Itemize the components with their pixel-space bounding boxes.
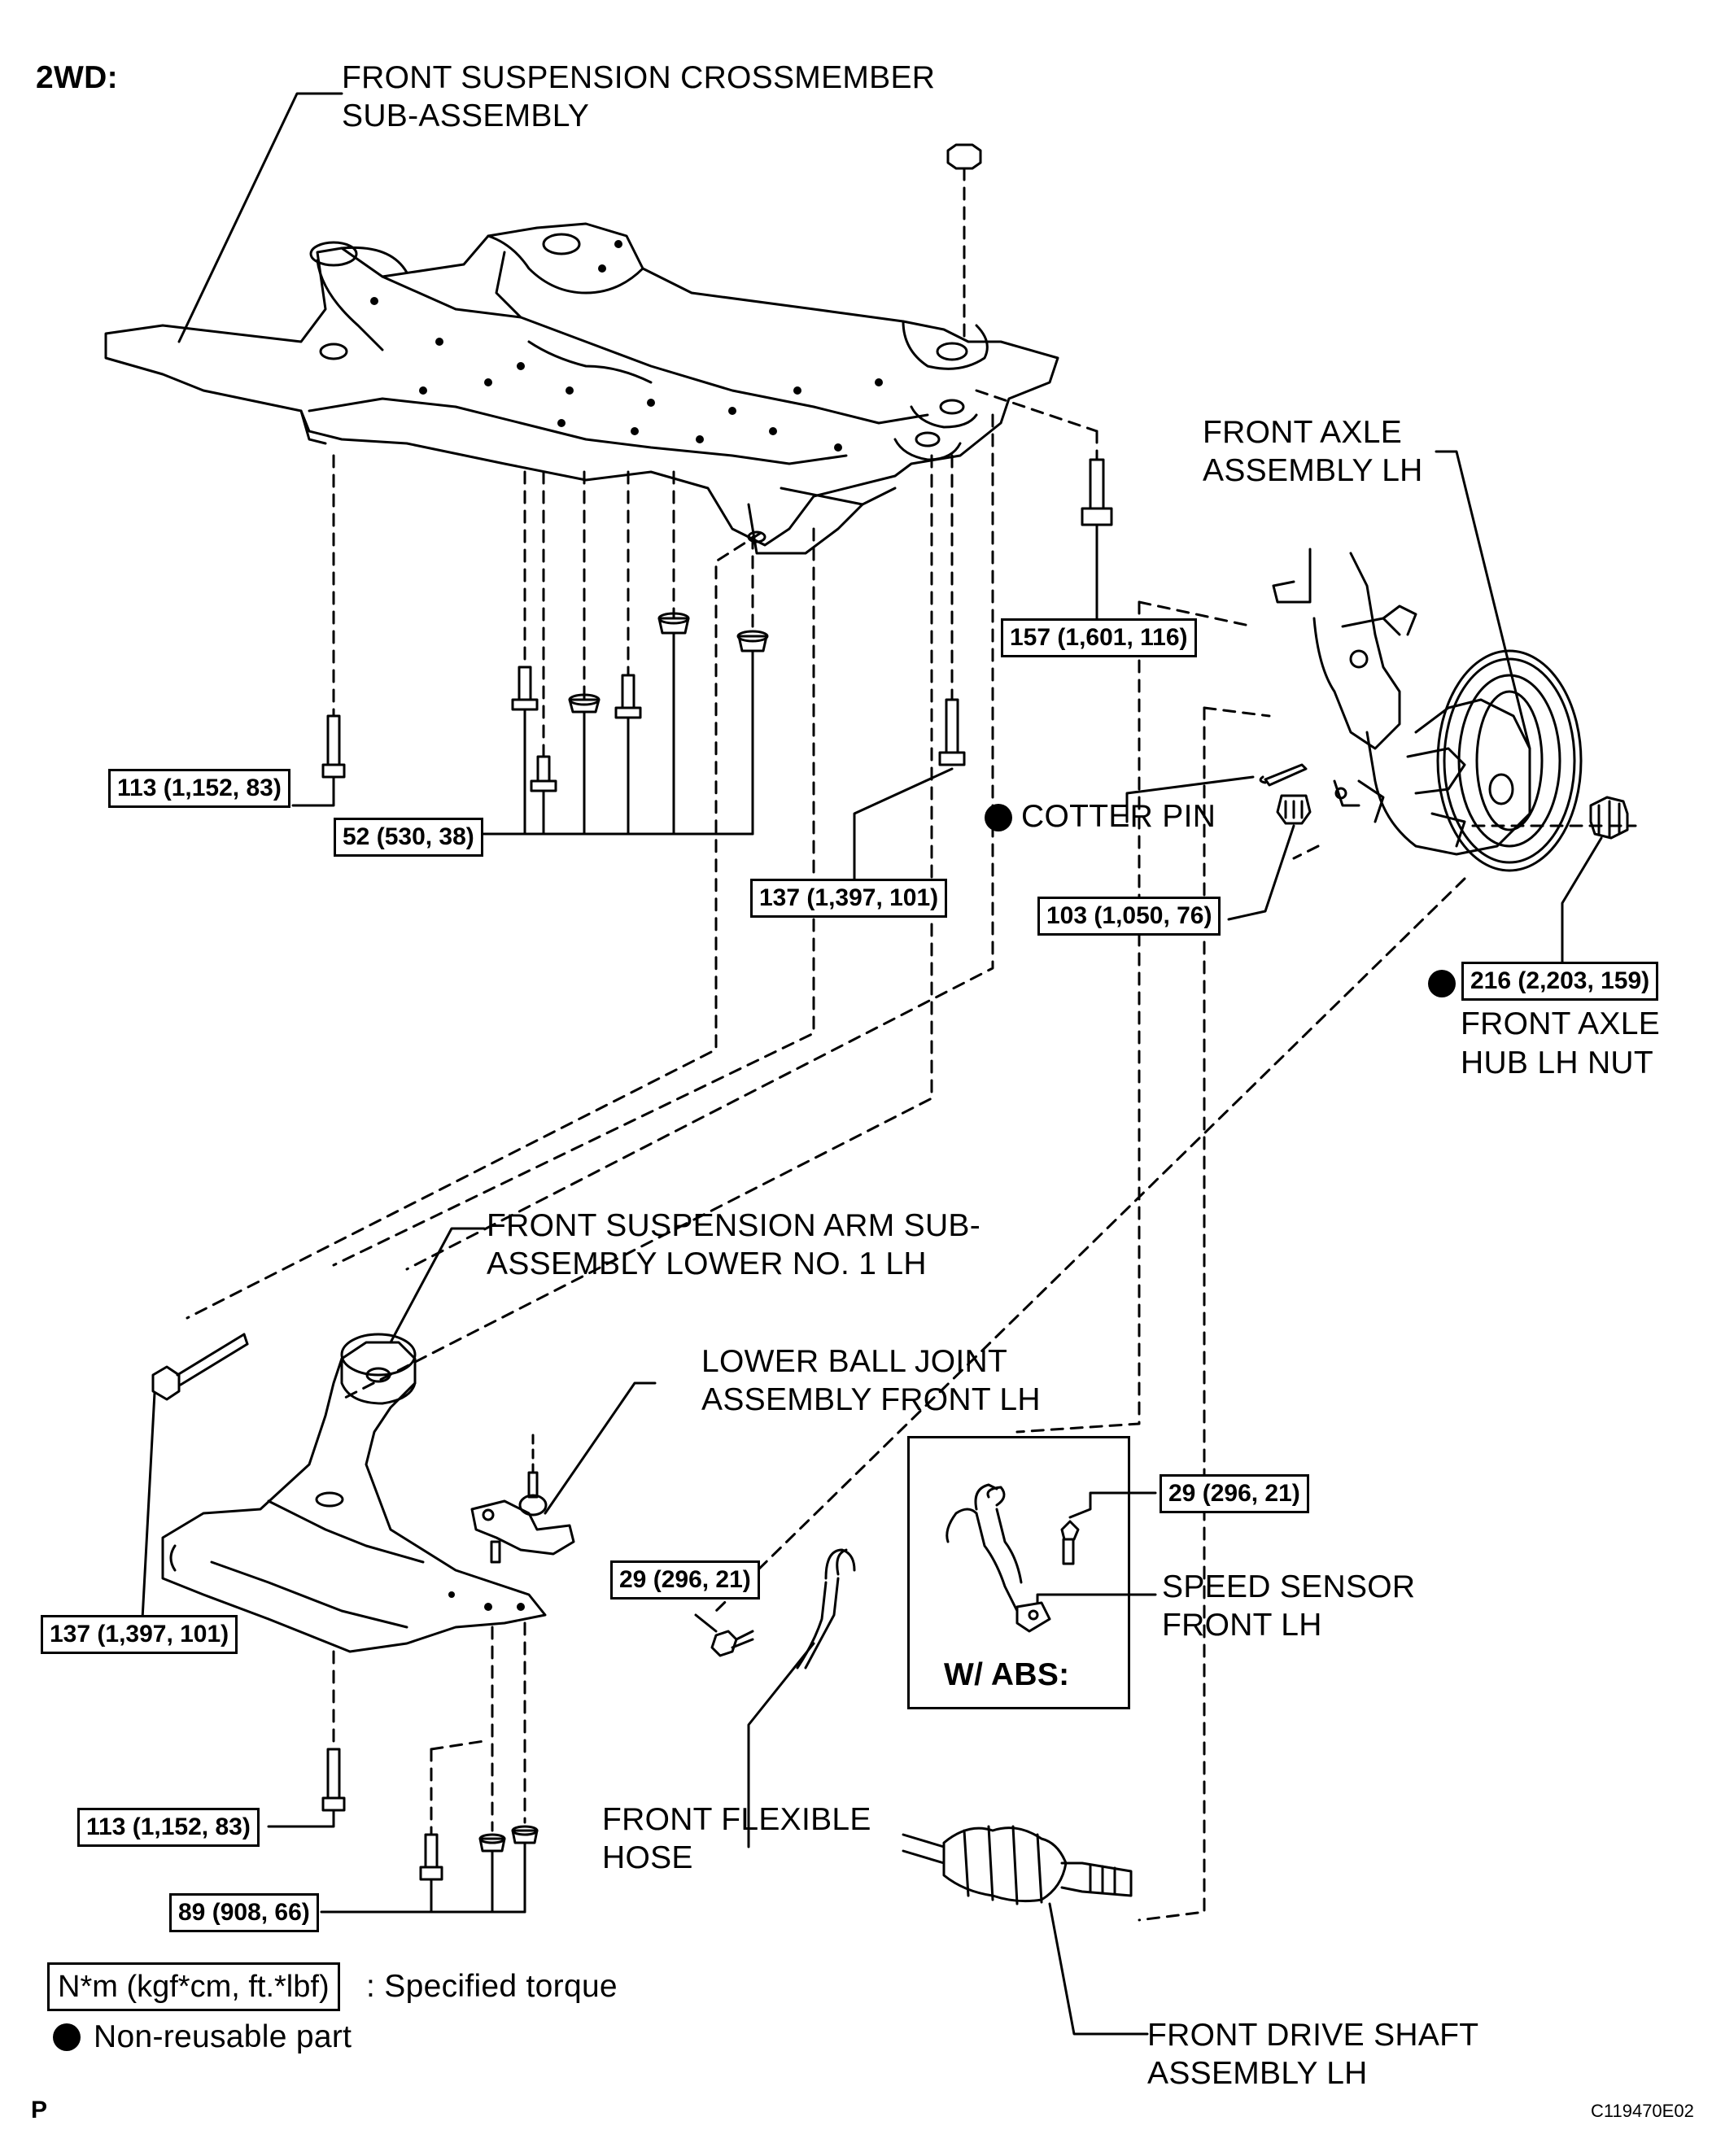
label-ball-joint-line2: ASSEMBLY FRONT LH (701, 1382, 1041, 1417)
crossmember-top-nut (946, 143, 982, 343)
label-lower-arm-line1: FRONT SUSPENSION ARM SUB- (487, 1208, 981, 1243)
torque-137-upper: 137 (1,397, 101) (750, 879, 948, 918)
torque-29-sensor: 29 (296, 21) (1160, 1474, 1309, 1513)
label-front-axle-line1: FRONT AXLE (1203, 415, 1403, 450)
label-crossmember-line2: SUB-ASSEMBLY (342, 98, 590, 133)
abs-detail-frame (907, 1436, 1130, 1709)
bolt-137-upper (853, 454, 966, 884)
torque-52: 52 (530, 38) (334, 818, 483, 857)
label-drive-shaft-line1: FRONT DRIVE SHAFT (1147, 2018, 1479, 2053)
torque-113-upper: 113 (1,152, 83) (108, 769, 290, 808)
label-flexible-hose-line2: HOSE (602, 1840, 693, 1875)
cotter-pin-drawing (1125, 763, 1308, 823)
torque-29-hose: 29 (296, 21) (610, 1560, 760, 1600)
torque-157: 157 (1,601, 116) (1001, 618, 1197, 657)
label-ball-joint-line1: LOWER BALL JOINT (701, 1344, 1008, 1379)
figure-id: C119470E02 (1591, 2101, 1694, 2121)
label-crossmember-line1: FRONT SUSPENSION CROSSMEMBER (342, 60, 936, 95)
label-lower-arm-line2: ASSEMBLY LOWER NO. 1 LH (487, 1246, 927, 1281)
ball-joint-drawing (470, 1381, 657, 1564)
label-hub-nut-line2: HUB LH NUT (1461, 1045, 1654, 1080)
legend-non-reusable-text: Non-reusable part (94, 2019, 352, 2054)
front-axle-drawing (1272, 450, 1583, 872)
label-speed-sensor-line1: SPEED SENSOR (1162, 1569, 1416, 1604)
footer-left-mark: P (31, 2097, 48, 2123)
torque-113-lower: 113 (1,152, 83) (77, 1808, 260, 1847)
torque-216: 216 (2,203, 159) (1461, 962, 1659, 1001)
flexible-hose-drawing (694, 1548, 856, 1848)
bolt-137-lower (141, 1333, 249, 1621)
label-hub-nut-line1: FRONT AXLE (1461, 1006, 1661, 1041)
torque-103: 103 (1,050, 76) (1037, 897, 1221, 936)
non-reusable-marker-cotter-pin (985, 804, 1012, 831)
drive-shaft-drawing (902, 1825, 1149, 2036)
assembly-dashed-lines (186, 413, 1637, 1922)
bolts-52-group (483, 470, 769, 836)
label-drive-shaft-line2: ASSEMBLY LH (1147, 2056, 1368, 2091)
non-reusable-marker-hub-nut (1428, 970, 1456, 997)
legend-torque-unit-box: N*m (kgf*cm, ft.*lbf) (47, 1962, 340, 2011)
bolt-113-upper (291, 454, 346, 807)
legend-torque-description: : Specified torque (366, 1969, 618, 2004)
label-speed-sensor-line2: FRONT LH (1162, 1608, 1322, 1643)
torque-137-lower: 137 (1,397, 101) (41, 1615, 238, 1654)
crossmember-drawing (104, 92, 1059, 555)
lower-bolts (267, 1621, 539, 1914)
label-cotter-pin: COTTER PIN (1021, 799, 1216, 834)
legend-non-reusable-marker (53, 2023, 81, 2051)
speed-sensor-drawing (946, 1483, 1157, 1633)
label-flexible-hose-line1: FRONT FLEXIBLE (602, 1802, 871, 1837)
label-front-axle-line2: ASSEMBLY LH (1203, 453, 1423, 488)
bolt-157 (975, 389, 1113, 636)
torque-89: 89 (908, 66) (169, 1893, 319, 1932)
lower-arm-drawing (161, 1227, 547, 1653)
label-abs: W/ ABS: (944, 1657, 1070, 1692)
hub-nut-216 (1561, 796, 1629, 978)
variant-heading: 2WD: (36, 60, 118, 95)
castle-nut-103 (1227, 794, 1312, 921)
